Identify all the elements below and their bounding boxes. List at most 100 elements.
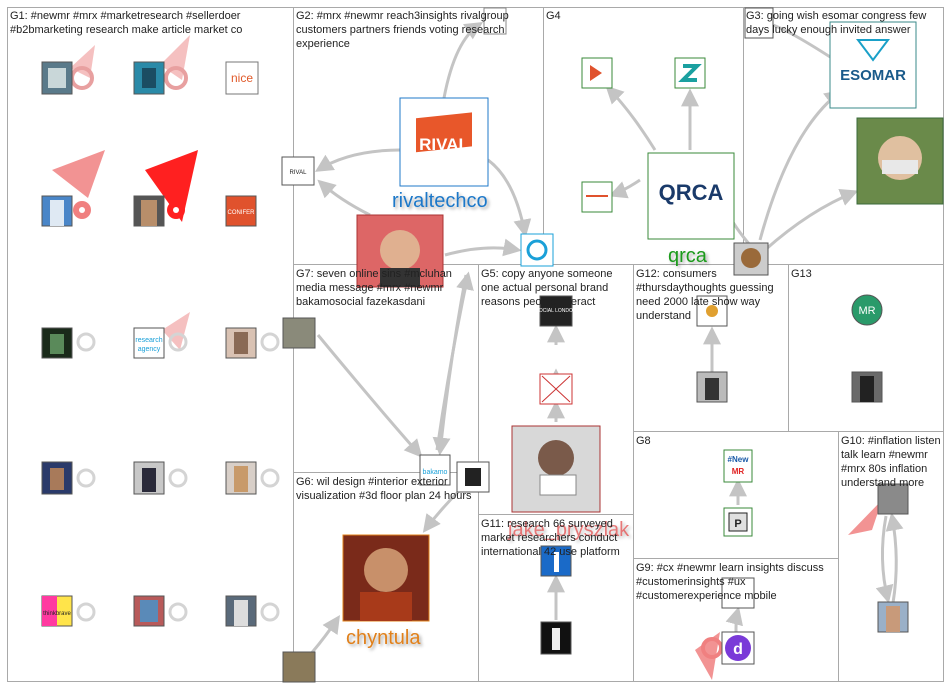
svg-text:#New: #New: [728, 455, 750, 464]
node[interactable]: bakamo: [419, 454, 451, 486]
edge: [608, 178, 641, 199]
group-label-g3: G3: going wish esomar congress few days …: [746, 10, 927, 36]
node[interactable]: [733, 242, 769, 276]
node[interactable]: [133, 195, 165, 227]
node[interactable]: d: [721, 631, 755, 665]
nodes: nice CONIFER research agency thinkbrave …: [41, 7, 944, 683]
qrca-logo: QRCA: [659, 180, 724, 205]
esomar-logo: ESOMAR: [840, 67, 906, 84]
edge: [764, 188, 859, 252]
node[interactable]: [539, 373, 573, 405]
conifer-logo: CONIFER: [228, 210, 256, 216]
group-label-g11: G11: research 66 surveyed market researc…: [481, 518, 620, 558]
node[interactable]: SOCIAL LONDON: [536, 295, 577, 327]
node[interactable]: [225, 595, 257, 627]
group-label-g4: G4: [546, 10, 561, 22]
mr-logo: MR: [858, 305, 875, 317]
group-box-g10: [838, 431, 944, 682]
node[interactable]: [511, 425, 601, 513]
arrow-pink-icon: [162, 312, 190, 350]
edge: [605, 85, 657, 151]
node[interactable]: CONIFER: [225, 195, 257, 227]
node[interactable]: [520, 233, 554, 267]
group-label-g8: G8: [636, 435, 651, 447]
node[interactable]: [282, 317, 316, 349]
node-label-jake-pryszlak: jake_pryszlak: [507, 519, 630, 541]
arrow-red-icon: [145, 150, 198, 222]
node[interactable]: [581, 57, 613, 89]
node[interactable]: #New MR: [723, 449, 753, 483]
edges: [296, 22, 904, 670]
arrow-red-icon: [52, 150, 105, 198]
node[interactable]: [696, 295, 728, 327]
agency-logo: research: [135, 337, 162, 344]
node[interactable]: [696, 371, 728, 403]
node[interactable]: [282, 651, 316, 683]
edge: [314, 148, 401, 172]
node[interactable]: [856, 117, 944, 205]
node-label-chyntula: chyntula: [346, 627, 421, 649]
node[interactable]: [851, 371, 883, 403]
node[interactable]: [744, 7, 774, 39]
self-loops: [76, 332, 280, 622]
node[interactable]: ESOMAR: [829, 21, 917, 109]
node[interactable]: [674, 57, 706, 89]
node[interactable]: QRCA: [647, 152, 735, 240]
node[interactable]: [721, 577, 755, 609]
edge: [758, 89, 843, 241]
edge: [875, 515, 894, 604]
bakamo-logo: bakamo: [423, 469, 448, 476]
group-label-g2: G2: #mrx #newmr reach3insights rivalgrou…: [296, 10, 509, 50]
node[interactable]: [133, 61, 165, 95]
rival-logo: RIVAL: [419, 135, 469, 154]
node[interactable]: [540, 545, 572, 577]
group-label-g7: G7: seven online sins #mcluhan media mes…: [296, 268, 452, 308]
node[interactable]: thinkbrave: [41, 595, 73, 627]
node[interactable]: RIVAL: [399, 97, 489, 187]
group-box-g13: [788, 264, 944, 432]
node[interactable]: [225, 327, 257, 359]
group-label-g13: G13: [791, 268, 812, 280]
agency-logo-2: agency: [138, 346, 161, 353]
node[interactable]: [456, 461, 490, 493]
group-label-g12: G12: consumers #thursdaythoughts guessin…: [636, 268, 774, 322]
node[interactable]: research agency: [133, 327, 165, 359]
group-label-g9: G9: #cx #newmr learn insights discuss #c…: [636, 562, 824, 602]
node[interactable]: [41, 195, 73, 227]
group-boxes: [7, 7, 944, 682]
arrow-pink-icon: [848, 500, 882, 535]
svg-text:MR: MR: [732, 467, 745, 476]
node[interactable]: [225, 461, 257, 495]
edge: [432, 274, 468, 456]
node[interactable]: MR: [851, 294, 883, 326]
node[interactable]: [581, 181, 613, 213]
thinkbrave-logo: thinkbrave: [43, 611, 71, 617]
node[interactable]: [540, 621, 572, 655]
rival-small-logo: RIVAL: [290, 170, 308, 176]
p-logo: P: [734, 518, 741, 530]
node[interactable]: RIVAL: [281, 156, 315, 186]
nice-logo: nice: [231, 71, 253, 85]
node[interactable]: [877, 601, 909, 633]
node[interactable]: nice: [225, 61, 259, 95]
edge: [444, 238, 522, 257]
node[interactable]: [133, 595, 165, 627]
group-label-g5: G5: copy anyone someone one actual perso…: [481, 268, 613, 308]
node[interactable]: [41, 61, 73, 95]
node[interactable]: [133, 461, 165, 495]
node-labels: rivaltechco qrca jake_pryszlak chyntula: [346, 190, 708, 649]
node[interactable]: [356, 214, 444, 288]
group-label-g10: G10: #inflation listen talk learn #newmr…: [841, 435, 941, 489]
decorative-arrows: [52, 35, 882, 680]
node[interactable]: [41, 461, 73, 495]
group-label-g1: G1: #newmr #mrx #marketresearch #sellerd…: [10, 10, 243, 36]
node[interactable]: P: [723, 507, 753, 537]
node[interactable]: [877, 483, 909, 515]
node[interactable]: [342, 534, 430, 622]
edge: [422, 488, 462, 533]
edge: [316, 334, 423, 458]
node[interactable]: [41, 327, 73, 359]
node[interactable]: [483, 7, 507, 35]
